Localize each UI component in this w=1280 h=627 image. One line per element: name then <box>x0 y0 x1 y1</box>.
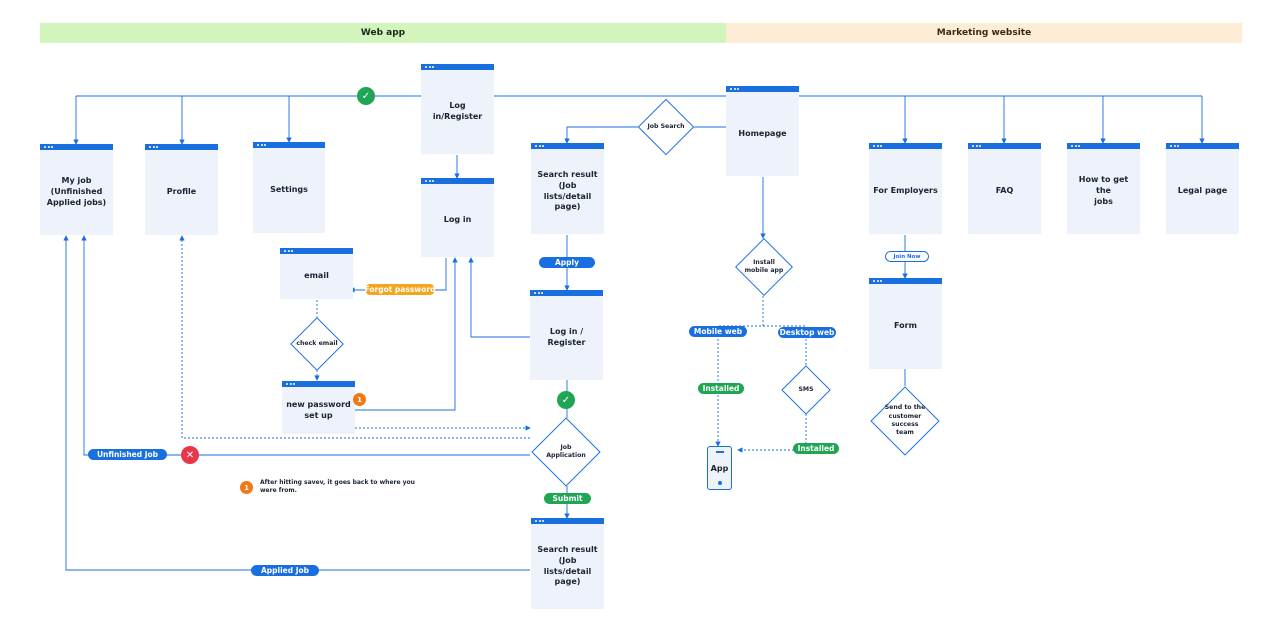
decision-label: Job Application <box>546 443 586 459</box>
join-now-pill: Join Now <box>885 251 929 262</box>
window-dots-icon <box>730 86 739 92</box>
form-page: Form <box>869 278 942 369</box>
phone-home-button-icon <box>717 481 722 485</box>
decision-label: check email <box>296 339 338 347</box>
for-employers-page: For Employers <box>869 143 942 234</box>
app-phone: App <box>707 446 732 490</box>
job-search-decision: Job Search <box>637 98 695 156</box>
close-icon: ✕ <box>181 446 199 464</box>
search-result-page-2: Search result (Job lists/detail page) <box>531 518 604 609</box>
sms-decision: SMS <box>781 365 831 415</box>
search-result-page-1: Search result (Job lists/detail page) <box>531 143 604 234</box>
email-page: email <box>280 248 353 299</box>
how-to-get-jobs-page: How to get the jobs <box>1067 143 1140 234</box>
node-label: Log in <box>443 215 472 225</box>
node-label: Log in/Register <box>432 101 483 121</box>
note-text: After hitting savev, it goes back to whe… <box>260 479 415 495</box>
node-label: Legal page <box>1177 186 1228 196</box>
settings-page: Settings <box>253 142 325 233</box>
node-label: Search result (Job lists/detail page) <box>537 544 598 587</box>
send-customer-success-decision: Send to the customer success team <box>870 386 940 456</box>
apply-pill: Apply <box>539 257 595 268</box>
note-badge: 1 <box>240 481 253 494</box>
forgot-password-pill: Forgot password <box>364 284 436 295</box>
installed-pill-2: Installed <box>793 443 839 454</box>
window-dots-icon <box>873 278 882 284</box>
node-label: Settings <box>270 185 308 195</box>
window-dots-icon <box>1071 143 1080 149</box>
node-label: FAQ <box>995 186 1014 196</box>
check-icon: ✓ <box>357 87 375 105</box>
window-dots-icon <box>286 381 295 387</box>
node-label: Form <box>894 321 917 331</box>
node-label: How to get the jobs <box>1078 175 1129 206</box>
phone-speaker-icon <box>715 451 724 453</box>
window-dots-icon <box>44 144 53 150</box>
node-label: Log in / Register <box>547 327 586 347</box>
node-label: email <box>304 271 329 281</box>
decision-label: Send to the customer success team <box>884 404 926 437</box>
window-dots-icon <box>257 142 266 148</box>
node-label: For Employers <box>873 186 938 196</box>
step-badge: 1 <box>353 393 366 406</box>
unfinished-job-pill: Unfinished Job <box>88 449 167 460</box>
install-mobile-decision: Install mobile app <box>735 238 793 296</box>
node-label: My job (Unfinished Applied jobs) <box>46 176 107 207</box>
legal-page: Legal page <box>1166 143 1239 234</box>
web-app-band: Web app <box>40 23 726 43</box>
submit-pill: Submit <box>544 493 591 504</box>
window-dots-icon <box>284 248 293 254</box>
login-page: Log in <box>421 178 494 257</box>
node-label: Search result (Job lists/detail page) <box>537 169 598 212</box>
my-job-page: My job (Unfinished Applied jobs) <box>40 144 113 235</box>
homepage-page: Homepage <box>726 86 799 176</box>
window-dots-icon <box>425 178 434 184</box>
window-dots-icon <box>149 144 158 150</box>
profile-page: Profile <box>145 144 218 235</box>
desktop-web-pill: Desktop web <box>778 327 836 338</box>
decision-label: Install mobile app <box>744 258 784 274</box>
marketing-website-band: Marketing website <box>726 23 1242 43</box>
window-dots-icon <box>535 518 544 524</box>
decision-label: SMS <box>798 385 814 393</box>
decision-label: Job Search <box>647 122 685 130</box>
mobile-web-pill: Mobile web <box>689 326 747 337</box>
window-dots-icon <box>535 143 544 149</box>
window-dots-icon <box>1170 143 1179 149</box>
new-password-page: new password set up <box>282 381 355 434</box>
faq-page: FAQ <box>968 143 1041 234</box>
node-label: new password set up <box>286 399 351 420</box>
node-label: Profile <box>166 187 197 197</box>
login-register-top-page: Log in/Register <box>421 64 494 154</box>
check-email-decision: check email <box>290 317 344 371</box>
login-register-mid-page: Log in / Register <box>530 290 603 380</box>
job-application-decision: Job Application <box>531 417 601 487</box>
installed-pill-1: Installed <box>698 383 744 394</box>
applied-job-pill: Applied Job <box>251 565 319 576</box>
window-dots-icon <box>972 143 981 149</box>
window-dots-icon <box>425 64 434 70</box>
app-label: App <box>710 463 729 473</box>
window-dots-icon <box>534 290 543 296</box>
check-icon: ✓ <box>557 391 575 409</box>
window-dots-icon <box>873 143 882 149</box>
node-label: Homepage <box>738 128 787 138</box>
